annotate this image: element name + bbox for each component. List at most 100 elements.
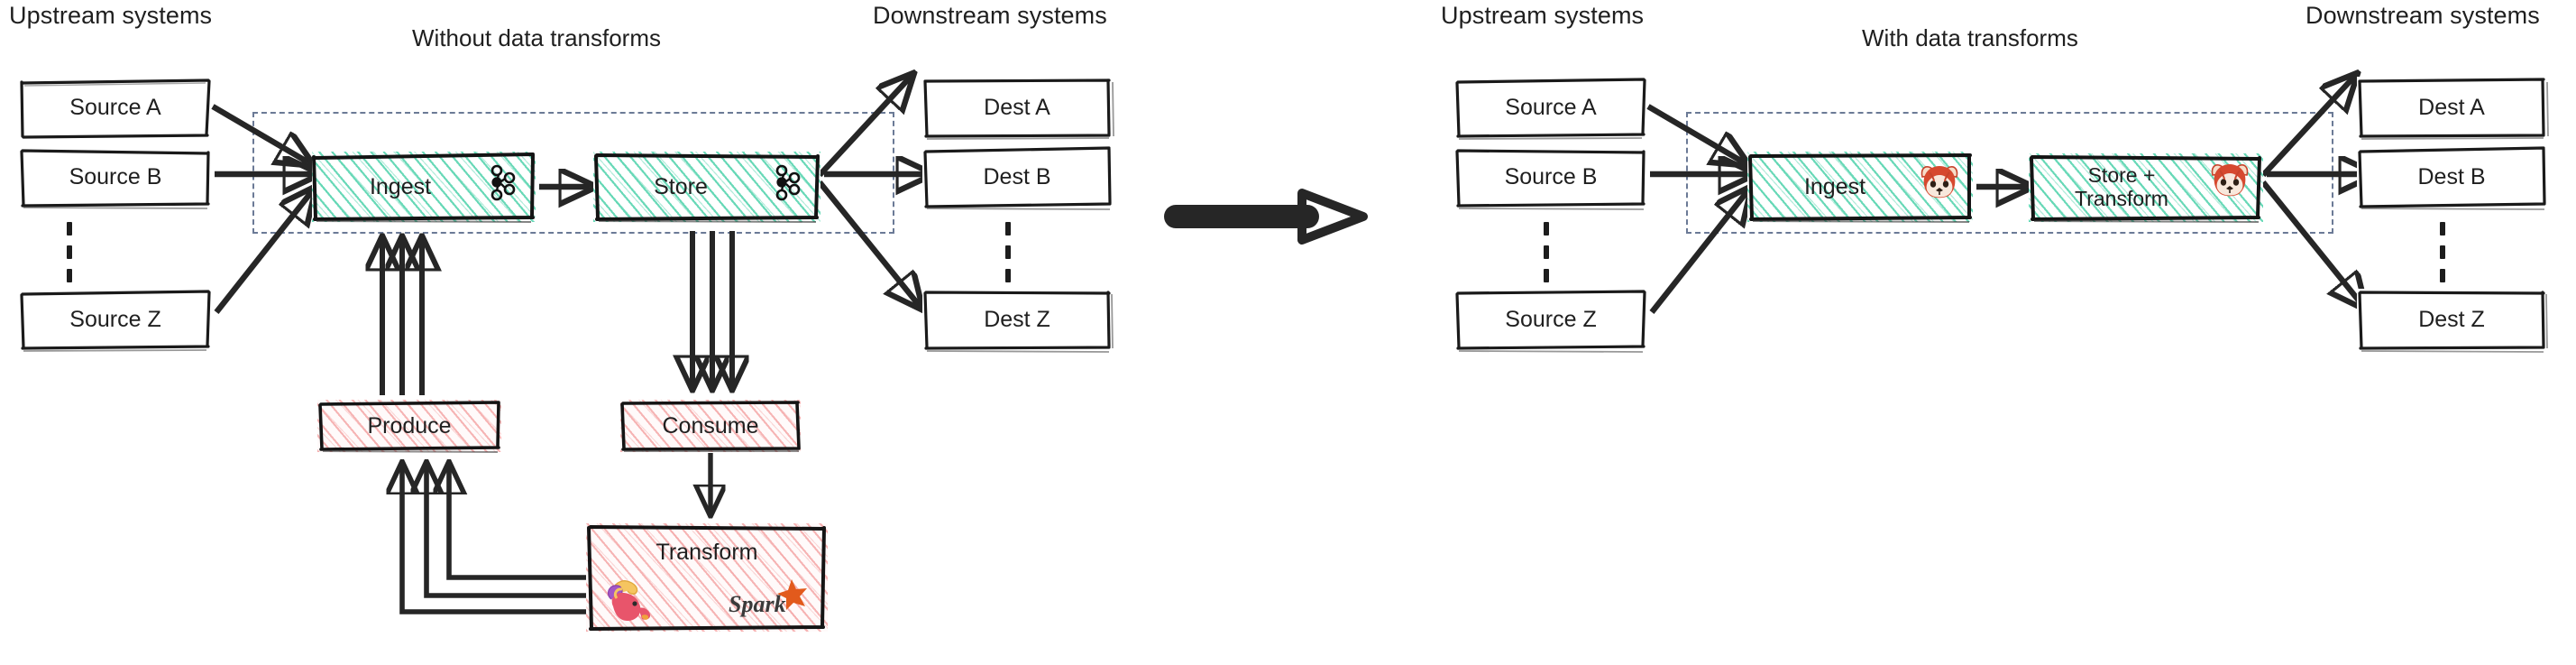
box-fill xyxy=(2357,77,2546,138)
box-fill-hatch-pink xyxy=(317,400,501,452)
right-dest-z-arrow xyxy=(2260,180,2404,325)
right-ingest-label: Ingest xyxy=(1803,174,1866,199)
sketch-frame xyxy=(20,79,211,139)
right-panel-title: With data transforms xyxy=(1862,24,2078,51)
sketch-frame xyxy=(594,153,820,223)
sketch-frame xyxy=(1748,153,1972,223)
left-source-label-b: Source B xyxy=(69,164,162,189)
left-dest-a-arrow xyxy=(817,61,951,178)
right-source-box-z[interactable]: Source Z xyxy=(1455,289,1646,353)
left-source-ellipsis xyxy=(67,222,72,292)
flink-icon xyxy=(607,580,651,621)
right-dest-label-a: Dest A xyxy=(2418,95,2485,120)
svg-text:Spark: Spark xyxy=(729,591,786,617)
left-upstream-heading: Upstream systems xyxy=(9,2,213,29)
right-ingest-box[interactable]: Ingest xyxy=(1747,152,1973,223)
produce-to-ingest-arrows xyxy=(373,227,445,395)
right-source-ellipsis xyxy=(1544,222,1549,292)
sketch-frame xyxy=(318,401,500,453)
kafka-icon xyxy=(490,164,516,201)
right-source-z-arrow xyxy=(1649,168,1774,314)
spark-icon: Spark xyxy=(729,579,807,617)
left-panel-title: Without data transforms xyxy=(412,24,661,51)
left-dest-b-arrow xyxy=(824,161,949,188)
box-fill xyxy=(2357,146,2546,208)
sketch-frame xyxy=(620,401,801,452)
left-source-a-arrow xyxy=(211,104,334,307)
right-downstream-heading: Downstream systems xyxy=(2306,2,2540,29)
box-fill xyxy=(922,289,1112,350)
sketch-frame xyxy=(2358,146,2546,210)
left-dest-box-b[interactable]: Dest B xyxy=(922,146,1112,210)
right-dest-box-a[interactable]: Dest A xyxy=(2357,77,2549,140)
redpanda-icon xyxy=(1921,166,1958,199)
sketch-frame xyxy=(2030,155,2261,223)
left-source-b-arrow xyxy=(215,161,332,188)
sketch-frame xyxy=(923,146,1112,210)
right-source-label-b: Source B xyxy=(1504,164,1598,189)
sketch-frame xyxy=(923,79,1114,140)
sketch-frame xyxy=(587,525,826,631)
box-fill xyxy=(2357,289,2546,350)
box-fill xyxy=(20,77,211,138)
right-dest-box-z[interactable]: Dest Z xyxy=(2357,289,2548,353)
store-to-consume-arrows xyxy=(683,231,756,399)
right-dest-b-arrow xyxy=(2267,161,2391,188)
right-source-b-arrow xyxy=(1650,161,1767,188)
sketch-frame xyxy=(1455,78,1646,140)
right-source-box-a[interactable]: Source A xyxy=(1455,77,1646,140)
left-source-z-arrow xyxy=(214,168,339,314)
redpanda-icon xyxy=(2211,164,2249,197)
left-ingest-to-store-arrow xyxy=(539,173,608,200)
right-store-transform-box[interactable]: Store + Transform xyxy=(2029,153,2263,223)
left-dest-label-b: Dest B xyxy=(983,164,1051,189)
kafka-icon xyxy=(775,164,801,201)
box-fill xyxy=(1455,77,1646,138)
left-dest-box-a[interactable]: Dest A xyxy=(922,77,1114,140)
produce-box[interactable]: Produce xyxy=(317,400,501,453)
left-ingest-box[interactable]: Ingest xyxy=(312,152,536,223)
box-fill xyxy=(1455,289,1646,350)
sketch-frame xyxy=(923,291,1114,353)
left-dest-label-a: Dest A xyxy=(984,95,1050,120)
big-right-arrow-icon xyxy=(1164,189,1368,245)
left-store-label: Store xyxy=(654,174,708,199)
left-source-box-a[interactable]: Source A xyxy=(20,77,211,139)
sketch-frame xyxy=(20,149,210,209)
left-source-box-z[interactable]: Source Z xyxy=(20,289,211,352)
right-store-transform-label: Store + Transform xyxy=(2075,163,2168,210)
right-source-a-arrow xyxy=(1646,104,1769,307)
sketch-frame xyxy=(2358,78,2549,140)
left-store-box[interactable]: Store xyxy=(593,152,820,223)
right-dest-a-arrow xyxy=(2260,61,2395,178)
box-fill xyxy=(20,146,211,208)
left-dest-ellipsis xyxy=(1005,222,1011,292)
transform-label: Transform xyxy=(655,540,758,565)
right-dest-label-z: Dest Z xyxy=(2418,307,2485,332)
left-source-box-b[interactable]: Source B xyxy=(20,146,211,209)
consume-to-transform-arrow xyxy=(694,453,730,525)
box-fill xyxy=(922,77,1112,138)
sketch-frame xyxy=(20,290,211,352)
right-source-box-b[interactable]: Source B xyxy=(1455,146,1646,210)
box-fill-hatch-pink xyxy=(620,400,801,452)
right-source-label-a: Source A xyxy=(1505,95,1597,120)
left-dest-box-z[interactable]: Dest Z xyxy=(922,289,1114,353)
right-dest-box-b[interactable]: Dest B xyxy=(2357,146,2546,210)
right-dest-ellipsis xyxy=(2440,222,2445,292)
box-fill xyxy=(20,289,211,350)
right-upstream-heading: Upstream systems xyxy=(1441,2,1645,29)
transform-box[interactable]: Transform Spark xyxy=(586,523,828,632)
right-dest-label-b: Dest B xyxy=(2417,164,2486,189)
sketch-frame xyxy=(1455,290,1646,353)
right-ingest-to-store-arrow xyxy=(1976,173,2045,200)
left-source-label-a: Source A xyxy=(69,95,161,120)
consume-label: Consume xyxy=(662,413,759,439)
transform-to-produce-arrows xyxy=(361,451,586,614)
left-dest-label-z: Dest Z xyxy=(984,307,1050,332)
sketch-frame xyxy=(1455,149,1646,210)
consume-box[interactable]: Consume xyxy=(620,400,801,452)
right-source-label-z: Source Z xyxy=(1505,307,1597,332)
box-fill xyxy=(922,146,1112,208)
